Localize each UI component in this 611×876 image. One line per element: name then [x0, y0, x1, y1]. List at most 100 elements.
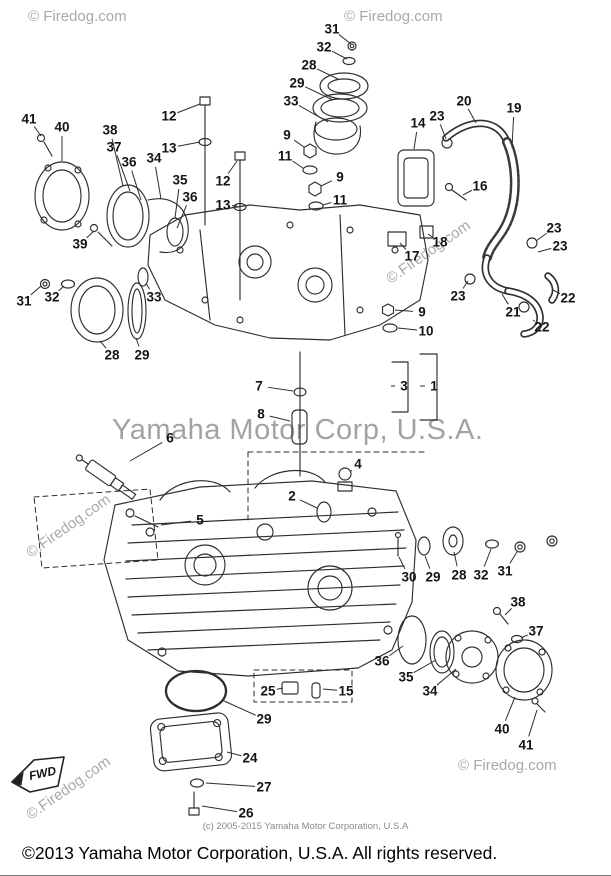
part-callout-36: 36 [182, 190, 197, 205]
leader-line-16 [463, 190, 472, 195]
part-callout-8: 8 [257, 407, 265, 422]
part-callout-37: 37 [528, 624, 543, 639]
part-callout-23: 23 [546, 221, 561, 236]
part-callout-28: 28 [104, 348, 119, 363]
leader-line-23 [463, 281, 468, 289]
footer-copyright-small: (c) 2005-2015 Yamaha Motor Corporation, … [0, 821, 611, 832]
leader-line-11 [292, 161, 303, 168]
part-callout-5: 5 [196, 513, 204, 528]
part-callout-21: 21 [505, 305, 520, 320]
leader-line-30 [399, 557, 405, 569]
leader-line-36 [389, 646, 403, 656]
part-callout-31: 31 [497, 564, 512, 579]
leader-line-23 [536, 233, 547, 241]
leader-line-34 [437, 669, 456, 685]
part-callout-24: 24 [242, 751, 257, 766]
part-callout-23: 23 [429, 109, 444, 124]
leader-line-26 [202, 806, 237, 812]
part-callout-11: 11 [333, 193, 347, 208]
part-callout-14: 14 [410, 116, 425, 131]
part-callout-32: 32 [316, 40, 331, 55]
part-callout-26: 26 [238, 806, 253, 821]
leader-line-21 [502, 294, 508, 304]
part-callout-31: 31 [16, 294, 31, 309]
leader-line-23 [440, 124, 446, 139]
leader-line-11 [323, 203, 331, 205]
leader-line-23 [538, 248, 551, 252]
leader-line-7 [268, 387, 293, 391]
part-callout-12: 12 [161, 109, 176, 124]
part-callout-19: 19 [506, 101, 521, 116]
leader-line-41 [34, 126, 41, 136]
part-callout-6: 6 [166, 431, 174, 446]
part-callout-9: 9 [283, 128, 291, 143]
leader-line-25 [277, 688, 283, 689]
leader-line-31 [510, 552, 517, 563]
part-callout-39: 39 [72, 237, 87, 252]
part-callout-35: 35 [398, 670, 413, 685]
leader-line-2 [300, 500, 317, 508]
part-callout-10: 10 [418, 324, 433, 339]
leader-line-31 [31, 286, 41, 295]
part-callout-15: 15 [338, 684, 353, 699]
leader-line-35 [414, 660, 436, 673]
leader-line-40 [505, 697, 515, 721]
leader-line-28 [454, 552, 457, 566]
part-callout-34: 34 [146, 151, 161, 166]
part-callout-20: 20 [456, 94, 471, 109]
part-callout-40: 40 [54, 120, 69, 135]
fwd-label: FWD [28, 763, 58, 782]
part-callout-33: 33 [283, 94, 298, 109]
leader-line-20 [468, 109, 476, 123]
leader-line-28 [317, 69, 338, 79]
leader-line-36 [177, 205, 187, 228]
part-callout-23: 23 [552, 239, 567, 254]
leader-line-19 [512, 117, 514, 148]
leader-line-32 [484, 549, 491, 567]
part-callout-27: 27 [256, 780, 271, 795]
leader-line-37 [521, 635, 528, 638]
leader-line-10 [398, 328, 417, 330]
leader-line-4 [350, 470, 352, 472]
leader-line-6 [130, 442, 162, 461]
part-callout-29: 29 [256, 712, 271, 727]
part-callout-38: 38 [102, 123, 117, 138]
part-callout-29: 29 [425, 570, 440, 585]
leader-line-29 [136, 338, 139, 347]
leader-line-41 [529, 710, 537, 736]
part-callout-28: 28 [301, 58, 316, 73]
leader-line-15 [323, 689, 337, 690]
part-callout-23: 23 [450, 289, 465, 304]
part-callout-11: 11 [278, 149, 292, 164]
part-callout-7: 7 [255, 379, 263, 394]
part-callout-38: 38 [510, 595, 525, 610]
leader-line-29 [305, 87, 333, 100]
leader-line-33 [146, 283, 150, 289]
leader-line-13 [178, 142, 200, 146]
part-callout-22: 22 [534, 320, 549, 335]
part-callout-25: 25 [260, 684, 275, 699]
leader-line-12 [228, 161, 237, 174]
fwd-direction-marker: FWD [6, 748, 78, 802]
leader-line-29 [425, 556, 430, 569]
part-callout-36: 36 [374, 654, 389, 669]
part-callout-16: 16 [472, 179, 487, 194]
part-callout-40: 40 [494, 722, 509, 737]
part-callout-1: 1 [430, 379, 438, 394]
part-callout-18: 18 [432, 235, 447, 250]
leader-line-5 [161, 521, 191, 525]
part-callout-29: 29 [289, 76, 304, 91]
part-callout-30: 30 [401, 570, 416, 585]
part-callout-17: 17 [404, 249, 419, 264]
part-callout-36: 36 [121, 155, 136, 170]
leader-line-32 [332, 51, 347, 59]
part-callout-37: 37 [106, 140, 121, 155]
leader-line-29 [222, 700, 256, 715]
part-callout-12: 12 [215, 174, 230, 189]
part-callout-13: 13 [215, 198, 230, 213]
leader-line-9 [294, 140, 304, 147]
leader-line-36 [132, 171, 141, 200]
leader-line-9 [321, 181, 332, 186]
copyright-text: ©2013 Yamaha Motor Corporation, U.S.A. A… [22, 843, 497, 864]
